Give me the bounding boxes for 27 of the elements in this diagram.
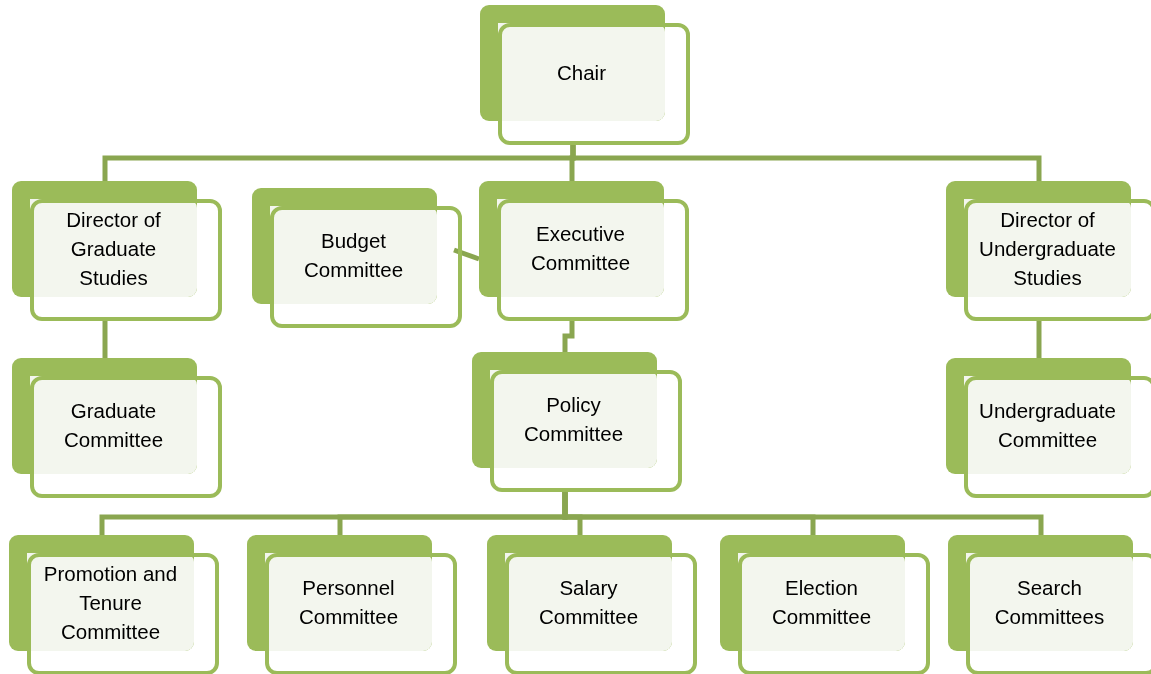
box-label: Graduate Committee [62, 398, 165, 453]
box-label: Director of Graduate Studies [65, 206, 162, 291]
org-chart-box [948, 535, 1151, 674]
org-chart-box [12, 358, 222, 498]
box-label: Promotion and Tenure Committee [42, 560, 179, 645]
box-label: Search Committees [993, 575, 1106, 630]
org-chart-box [946, 181, 1151, 321]
org-chart-box [9, 535, 219, 674]
org-chart-box [252, 188, 462, 328]
org-chart-box [479, 181, 689, 321]
box-label: Salary Committee [537, 575, 640, 630]
box-label: Personnel Committee [297, 575, 400, 630]
connector-line [453, 247, 480, 262]
box-label: Policy Committee [522, 392, 625, 447]
org-chart-box [472, 352, 682, 492]
org-chart-box [12, 181, 222, 321]
org-chart-box [480, 5, 690, 145]
org-chart-box [720, 535, 930, 674]
org-chart-box [487, 535, 697, 674]
org-chart-box [247, 535, 457, 674]
box-label: Director of Undergraduate Studies [978, 206, 1117, 291]
box-label: Undergraduate Committee [978, 398, 1117, 453]
box-label: Executive Committee [529, 221, 632, 276]
box-label: Budget Committee [302, 228, 405, 283]
box-label: Chair [556, 59, 607, 86]
box-label: Election Committee [770, 575, 873, 630]
org-chart-box [946, 358, 1151, 498]
